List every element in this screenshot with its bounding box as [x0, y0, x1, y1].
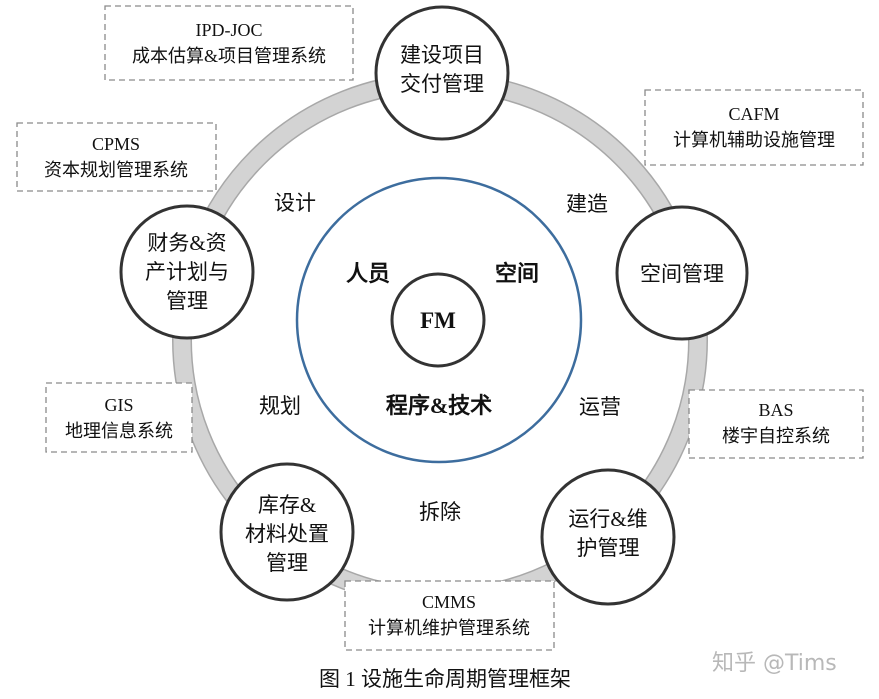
cafm-box [644, 89, 864, 166]
ipd-name: 成本估算&项目管理系统 [132, 46, 326, 66]
node-top-circle [374, 5, 510, 141]
figure-caption: 图 1 设施生命周期管理框架 [319, 667, 571, 691]
node-right-line1: 空间管理 [640, 262, 724, 286]
phase-operation: 运营 [579, 395, 621, 419]
quadrant-people: 人员 [346, 261, 390, 286]
phase-build: 建造 [566, 192, 608, 216]
node-bl-line2: 材料处置 [245, 522, 329, 546]
watermark: 知乎 @Tims [712, 651, 837, 676]
cmms-name: 计算机维护管理系统 [368, 618, 530, 638]
node-left-line2: 产计划与 [145, 260, 229, 284]
node-left-line3: 管理 [166, 289, 208, 313]
phase-planning: 规划 [259, 394, 301, 418]
cpms-abbr: CPMS [92, 134, 140, 154]
quadrant-space: 空间 [495, 261, 539, 286]
cafm-name: 计算机辅助设施管理 [673, 130, 835, 150]
cpms-name: 资本规划管理系统 [44, 160, 188, 180]
node-bottom-left-circle [219, 462, 355, 602]
bas-name: 楼宇自控系统 [722, 426, 830, 446]
bas-abbr: BAS [758, 400, 793, 420]
node-bl-line3: 管理 [266, 551, 308, 575]
fm-label: FM [420, 308, 456, 333]
fm-circle [390, 272, 486, 368]
node-top-line2: 交付管理 [400, 72, 484, 96]
phase-design: 设计 [274, 191, 316, 215]
node-bl-line1: 库存& [258, 493, 316, 517]
cafm-abbr: CAFM [728, 104, 779, 124]
node-left-circle [119, 204, 255, 340]
quadrant-process-tech: 程序&技术 [386, 393, 492, 418]
bas-box [688, 389, 864, 459]
ipd-box [104, 5, 354, 81]
cmms-box [344, 580, 555, 651]
node-right-circle [615, 205, 749, 341]
cmms-abbr: CMMS [422, 592, 476, 612]
node-br-line2: 护管理 [577, 536, 640, 560]
node-left-line1: 财务&资 [147, 231, 226, 255]
gis-box [45, 382, 193, 453]
ipd-abbr: IPD-JOC [195, 20, 262, 40]
cpms-box [16, 122, 217, 192]
node-br-line1: 运行&维 [568, 507, 647, 531]
gis-abbr: GIS [104, 395, 133, 415]
gis-name: 地理信息系统 [65, 421, 173, 441]
node-top-line1: 建设项目 [400, 43, 484, 67]
phase-demolition: 拆除 [419, 500, 461, 524]
node-bottom-right-circle [540, 468, 676, 606]
